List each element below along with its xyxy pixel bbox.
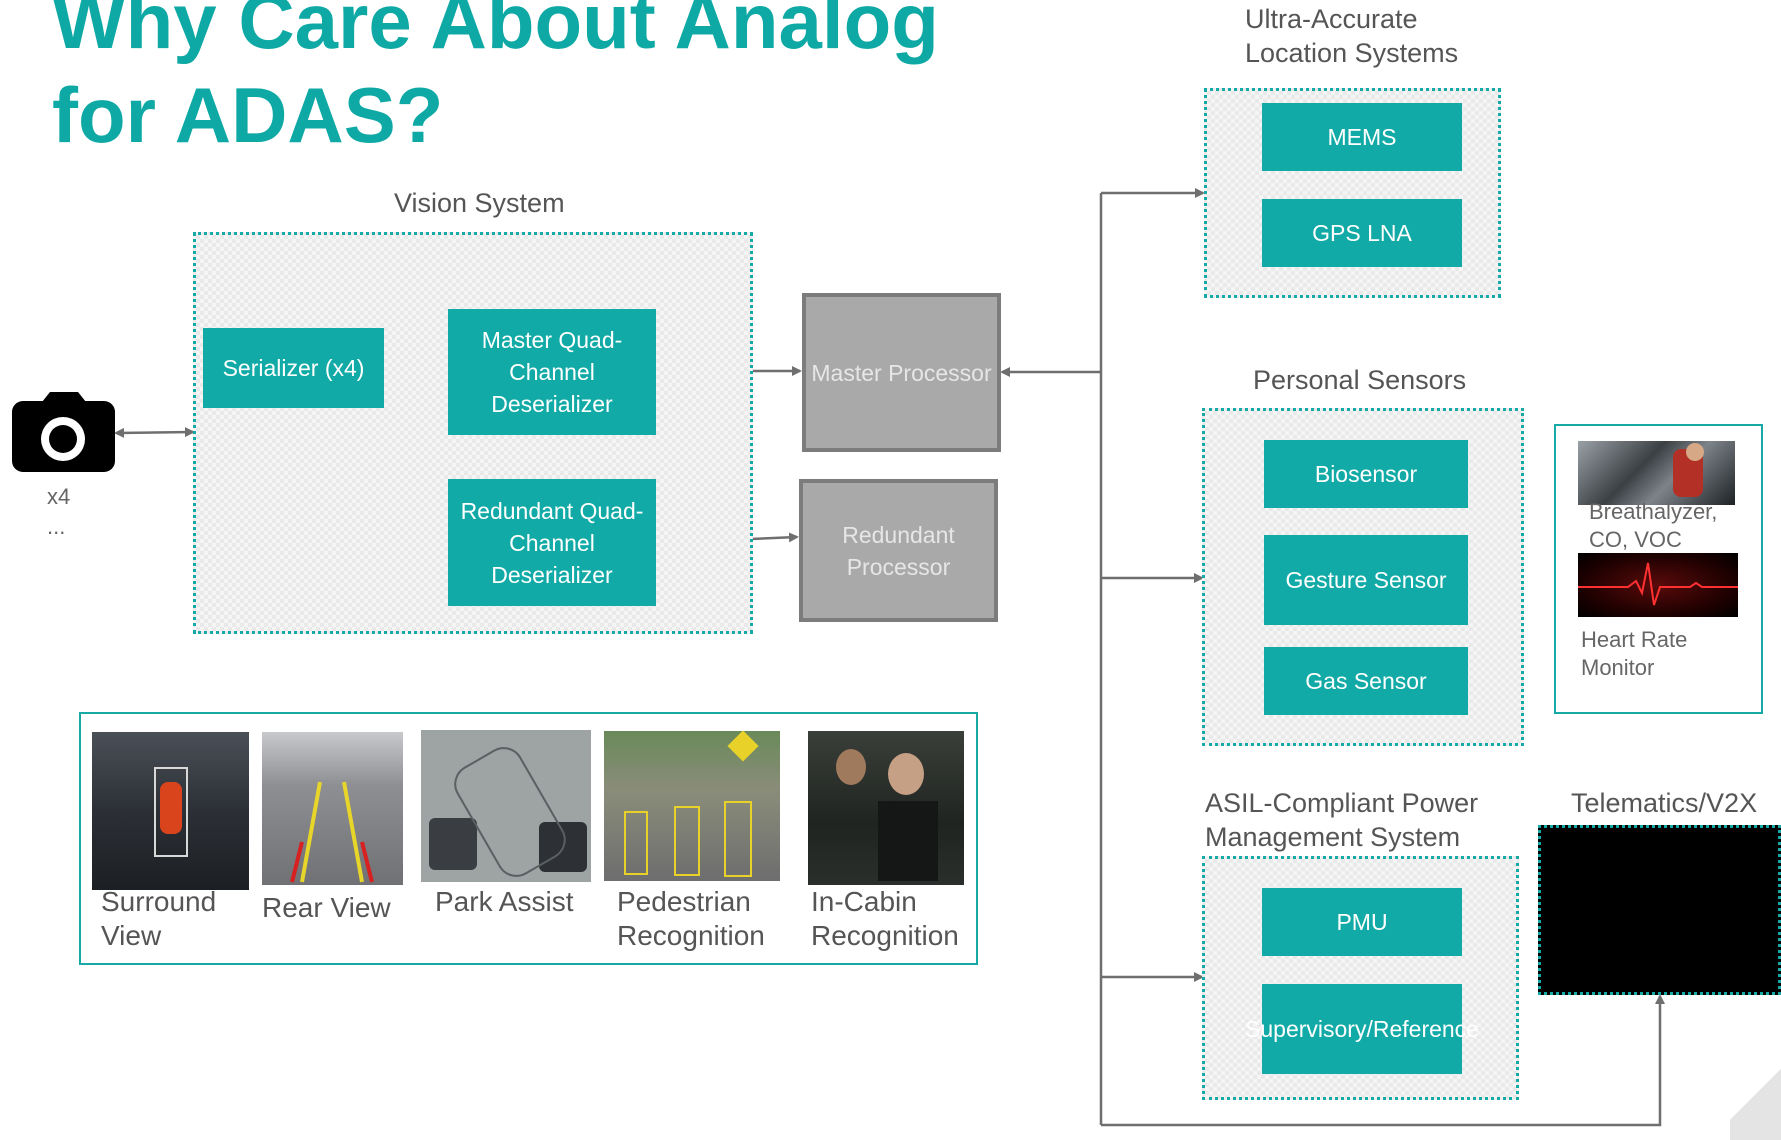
app-label-pedestrian-recognition: Pedestrian Recognition [617, 886, 765, 951]
gps-lna-block: GPS LNA [1262, 199, 1462, 267]
biosensor-block: Biosensor [1264, 440, 1468, 508]
applications-panel [79, 712, 978, 965]
supervisory-reference-block: Supervisory/Reference [1245, 984, 1479, 1074]
park-assist-photo [421, 730, 591, 882]
master-processor-block: Master Processor [802, 293, 1001, 452]
location-systems-label: Ultra-Accurate Location Systems [1245, 4, 1459, 68]
serializer-block: Serializer (x4) [203, 328, 384, 408]
heart-rate-photo [1578, 553, 1738, 617]
surround-view-photo [92, 732, 249, 890]
breathalyzer-photo [1578, 441, 1735, 505]
in-cabin-recognition-photo [808, 731, 964, 885]
gas-sensor-block: Gas Sensor [1264, 647, 1468, 715]
app-label-park-assist: Park Assist [435, 886, 574, 917]
power-management-label: ASIL-Compliant Power Management System [1205, 788, 1479, 852]
page-title: Why Care About Analog for ADAS? [52, 0, 939, 159]
app-label-surround-view: Surround View [101, 886, 217, 951]
gesture-sensor-block: Gesture Sensor [1264, 535, 1468, 625]
heartbeat-icon [1578, 562, 1738, 606]
app-label-rear-view: Rear View [262, 892, 391, 923]
pmu-block: PMU [1262, 888, 1462, 956]
heart-rate-label: Heart Rate Monitor [1581, 627, 1688, 680]
pedestrian-recognition-photo [604, 731, 780, 881]
app-label-in-cabin-recognition: In-Cabin Recognition [811, 886, 959, 951]
rear-view-photo [262, 732, 403, 885]
master-deserializer-block: Master Quad-Channel Deserializer [448, 309, 656, 435]
redundant-deserializer-block: Redundant Quad-Channel Deserializer [448, 479, 656, 606]
breathalyzer-label: Breathalyzer, CO, VOC [1589, 499, 1718, 552]
vision-system-label: Vision System [394, 188, 565, 218]
redundant-processor-block: Redundant Processor [799, 479, 998, 622]
telematics-block [1538, 825, 1781, 995]
camera-count: x4 [47, 484, 71, 509]
corner-decoration [1730, 1040, 1781, 1140]
telematics-label: Telematics/V2X [1571, 788, 1758, 818]
camera-ellipsis: ... [47, 514, 66, 539]
mems-block: MEMS [1262, 103, 1462, 171]
personal-sensors-label: Personal Sensors [1253, 365, 1467, 395]
camera-icon [12, 392, 115, 472]
